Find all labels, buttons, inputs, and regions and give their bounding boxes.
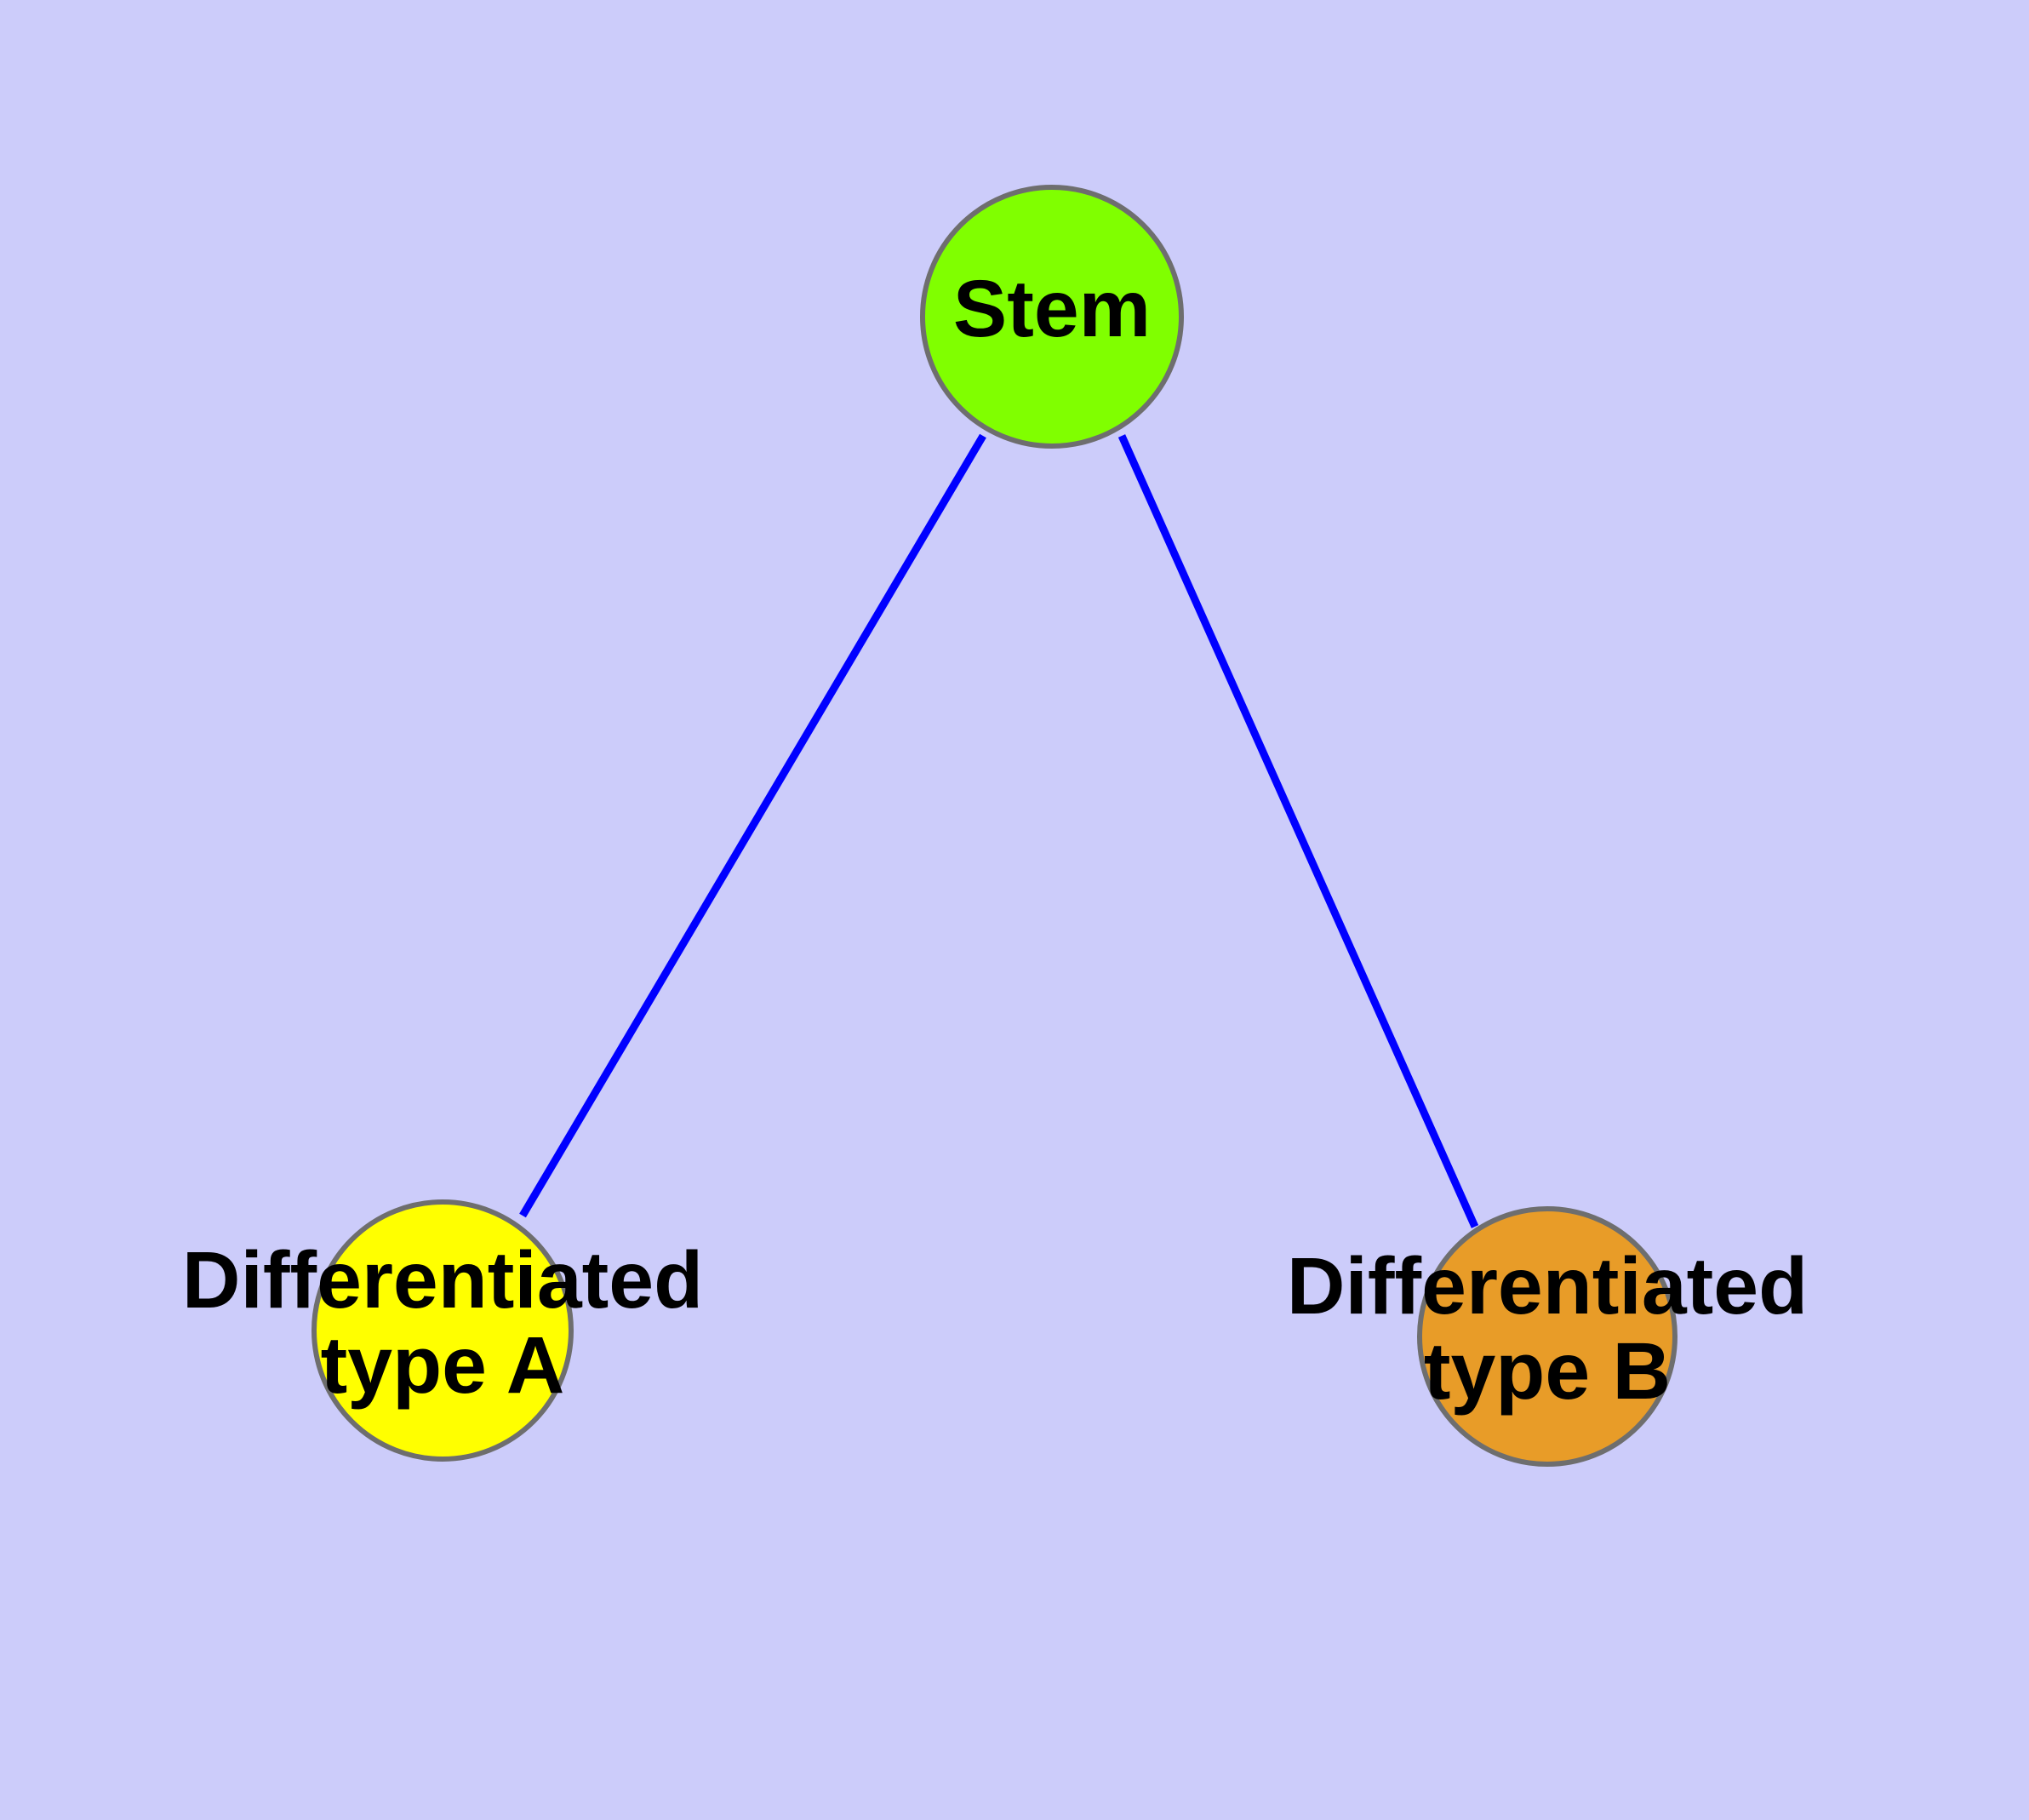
node-circle-diff-a[interactable] <box>311 1199 574 1462</box>
node-stem[interactable] <box>923 187 1181 446</box>
edges-group <box>519 433 1479 1228</box>
node-differentiated-type-a[interactable] <box>314 1202 571 1459</box>
node-circle-stem[interactable] <box>920 185 1184 449</box>
edge-stem-to-a <box>519 433 986 1218</box>
nodes-group <box>311 185 1677 1467</box>
edge-stem-to-b <box>1117 434 1479 1228</box>
node-circle-diff-b[interactable] <box>1417 1206 1677 1467</box>
node-differentiated-type-b[interactable] <box>1420 1209 1675 1464</box>
